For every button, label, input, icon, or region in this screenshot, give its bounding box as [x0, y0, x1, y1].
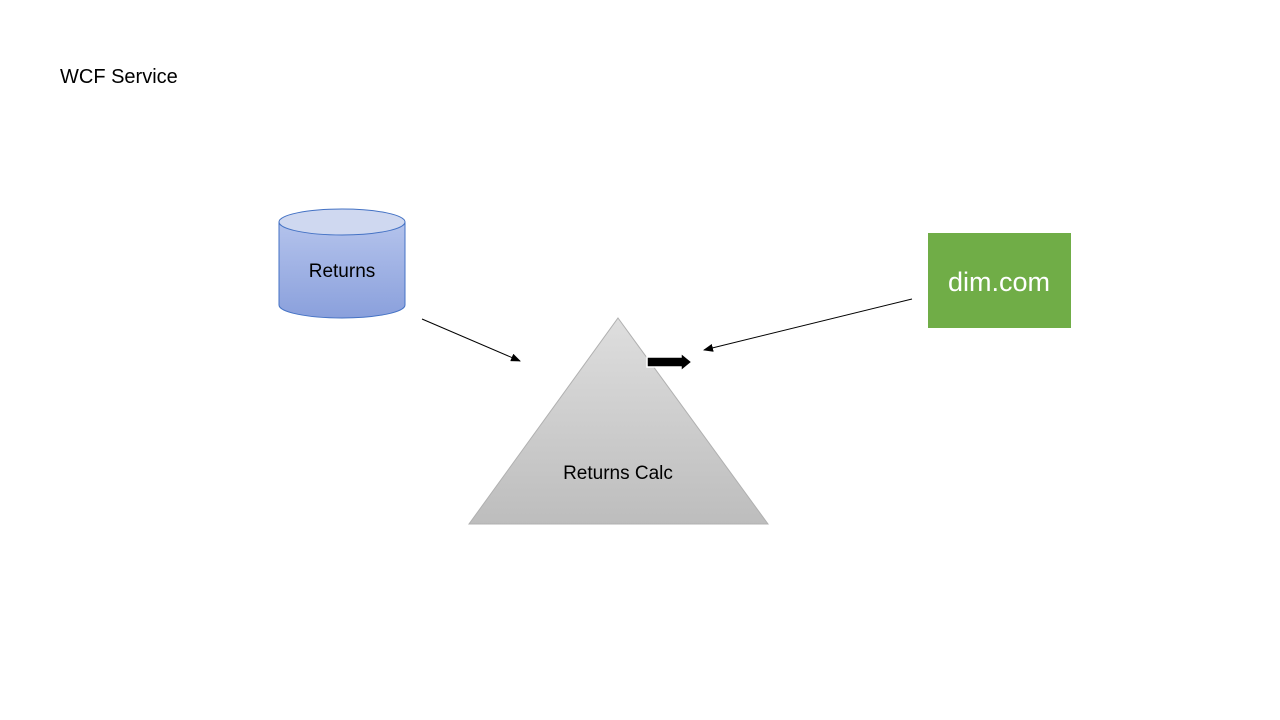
slide-title: WCF Service — [60, 66, 178, 88]
connector-returns-to-calc[interactable] — [421, 318, 521, 362]
connector-dimcom-to-calc[interactable] — [703, 298, 913, 352]
dim-com-box — [928, 233, 1071, 328]
dim-com-node[interactable]: dim.com — [928, 233, 1071, 328]
dim-com-label: dim.com — [948, 267, 1050, 297]
triangle-shape — [468, 317, 769, 525]
block-arrow-icon — [646, 351, 694, 373]
returns-calc-node[interactable]: Returns Calc — [468, 317, 769, 525]
returns-database-label: Returns — [309, 261, 376, 282]
cylinder-body — [278, 221, 406, 319]
cylinder-top — [278, 208, 406, 236]
returns-calc-label: Returns Calc — [563, 463, 673, 484]
returns-database-node[interactable]: Returns — [278, 208, 406, 319]
